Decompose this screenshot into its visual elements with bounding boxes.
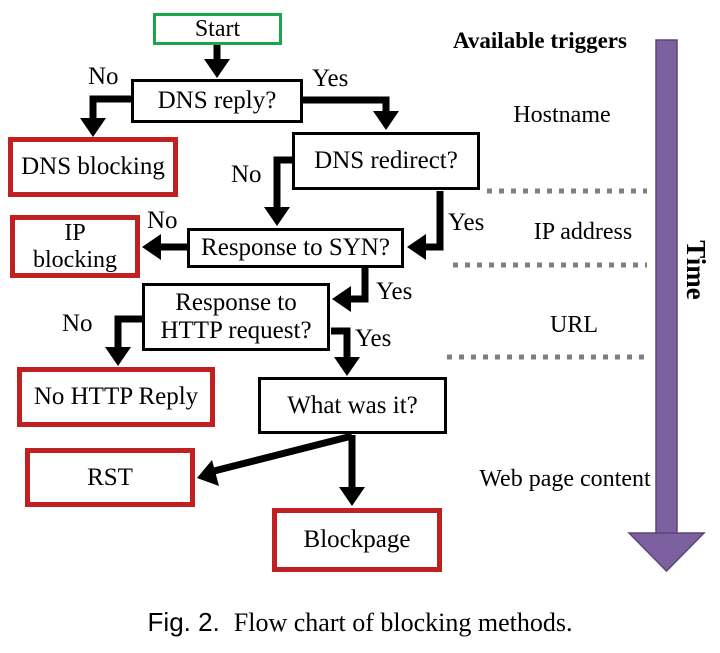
label-dns-reply-yes: Yes <box>312 65 349 92</box>
label-syn-no: No <box>147 207 178 234</box>
figure-caption-number: Fig. 2. <box>147 607 220 637</box>
trigger-hostname: Hostname <box>513 102 611 128</box>
edge-dnsredirect-no-to-syn <box>264 156 293 226</box>
time-label: Time <box>681 240 712 300</box>
edge-syn-no-to-ipblocking <box>142 234 187 260</box>
edge-http-no-to-nohttpreply <box>105 315 143 366</box>
edge-start-to-dnsreply <box>204 45 230 78</box>
triggers-title: Available triggers <box>453 28 627 53</box>
node-response-http: Response to HTTP request? <box>142 283 330 351</box>
label-dns-redirect-no: No <box>231 161 262 188</box>
node-what-was-it: What was it? <box>258 377 447 434</box>
label-http-no: No <box>62 310 93 337</box>
edge-dnsreply-yes-to-dnsredirect <box>302 96 399 130</box>
edge-whatwasit-to-rst <box>197 432 353 486</box>
node-response-syn: Response to SYN? <box>187 228 404 268</box>
trigger-web-page-content: Web page content <box>479 466 651 492</box>
node-no-http-reply: No HTTP Reply <box>17 367 215 427</box>
edge-syn-yes-to-http <box>332 268 369 312</box>
label-dns-reply-no: No <box>88 63 119 90</box>
edge-dnsredirect-yes-to-syn <box>407 191 444 260</box>
node-rst: RST <box>25 448 195 507</box>
node-start: Start <box>153 13 282 45</box>
trigger-ip-address: IP address <box>533 219 633 245</box>
label-dns-redirect-yes: Yes <box>448 209 485 236</box>
label-http-yes: Yes <box>355 325 392 352</box>
label-syn-yes: Yes <box>376 278 413 305</box>
node-dns-blocking: DNS blocking <box>8 137 178 197</box>
node-dns-reply: DNS reply? <box>131 79 303 123</box>
node-ip-blocking: IP blocking <box>10 215 140 278</box>
edge-dnsreply-no-to-dnsblocking <box>80 95 131 137</box>
trigger-url: URL <box>550 312 598 338</box>
node-dns-redirect: DNS redirect? <box>292 132 480 190</box>
figure-caption-text: Flow chart of blocking methods. <box>233 608 573 637</box>
edge-whatwasit-to-blockpage <box>339 435 365 506</box>
figure-caption: Fig. 2. Flow chart of blocking methods. <box>0 607 720 638</box>
node-blockpage: Blockpage <box>272 508 442 572</box>
